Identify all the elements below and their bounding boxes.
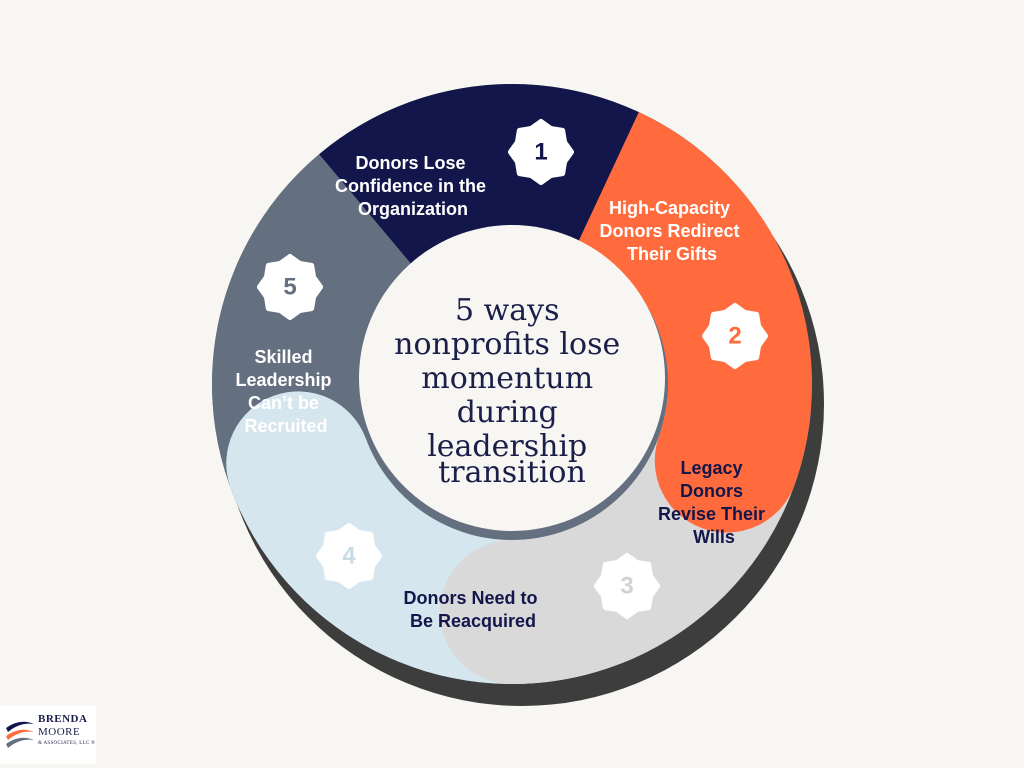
badge-seal-icon: [702, 303, 768, 369]
badge-4: 4: [316, 523, 382, 589]
center-circle: [359, 225, 665, 531]
badge-seal-icon: [508, 119, 574, 185]
badge-number: 2: [728, 323, 741, 350]
center-title-line: during: [457, 395, 558, 430]
segment-label-line: Recruited: [244, 416, 327, 436]
segment-label-line: Revise Their: [658, 504, 765, 524]
badge-number: 4: [342, 543, 356, 570]
segment-4-label: Donors Need to Be Reacquired: [403, 588, 542, 631]
center-title: 5 ways nonprofits lose momentum during l…: [394, 293, 630, 490]
logo-line: & ASSOCIATES, LLC ®: [38, 741, 96, 746]
segment-1-label: Donors Lose Confidence in the Organizati…: [335, 153, 491, 219]
segment-label-line: Donors: [680, 481, 743, 501]
segment-label-line: High-Capacity: [609, 198, 730, 218]
segment-label-line: Skilled: [254, 347, 312, 367]
segment-label-line: Donors Lose: [355, 153, 465, 173]
segment-label-line: Legacy: [680, 458, 742, 478]
segment-2-label: High-Capacity Donors Redirect Their Gift…: [599, 198, 744, 264]
center-title-line: leadership: [427, 429, 587, 464]
segment-label-line: Donors Need to: [403, 588, 537, 608]
segment-label-line: Confidence in the: [335, 176, 486, 196]
center-title-line: momentum: [421, 361, 593, 396]
segment-label-line: Donors Redirect: [599, 221, 739, 241]
logo-swoosh-icon: [6, 721, 34, 748]
badge-seal-icon: [316, 523, 382, 589]
badge-number: 1: [534, 139, 547, 166]
segment-label-line: Can’t be: [248, 393, 319, 413]
badge-seal-icon: [257, 254, 323, 320]
segment-label-line: Organization: [358, 199, 468, 219]
badge-3: 3: [594, 553, 660, 619]
logo-wordmark: BRENDA MOORE & ASSOCIATES, LLC ®: [38, 713, 96, 747]
segment-label-line: Leadership: [235, 370, 331, 390]
segment-label-line: Wills: [693, 527, 735, 547]
badge-number: 3: [620, 573, 633, 600]
badge-1: 1: [508, 119, 574, 185]
segment-2: [577, 112, 812, 533]
logo-line: MOORE: [38, 726, 81, 738]
segment-3-label: Legacy Donors Revise Their Wills: [658, 458, 770, 547]
segment-label-line: Their Gifts: [627, 244, 717, 264]
logo-line: BRENDA: [38, 713, 88, 725]
segment-label-line: Be Reacquired: [410, 611, 536, 631]
center-title-line: transition: [438, 455, 586, 490]
segment-5-label: Skilled Leadership Can’t be Recruited: [235, 347, 336, 436]
company-logo: BRENDA MOORE & ASSOCIATES, LLC ®: [0, 706, 96, 764]
badge-5: 5: [257, 254, 323, 320]
center-title-line: nonprofits lose: [394, 327, 620, 362]
badge-seal-icon: [594, 553, 660, 619]
badge-number: 5: [283, 274, 296, 301]
badge-2: 2: [702, 303, 768, 369]
center-title-line: 5 ways: [455, 293, 560, 328]
